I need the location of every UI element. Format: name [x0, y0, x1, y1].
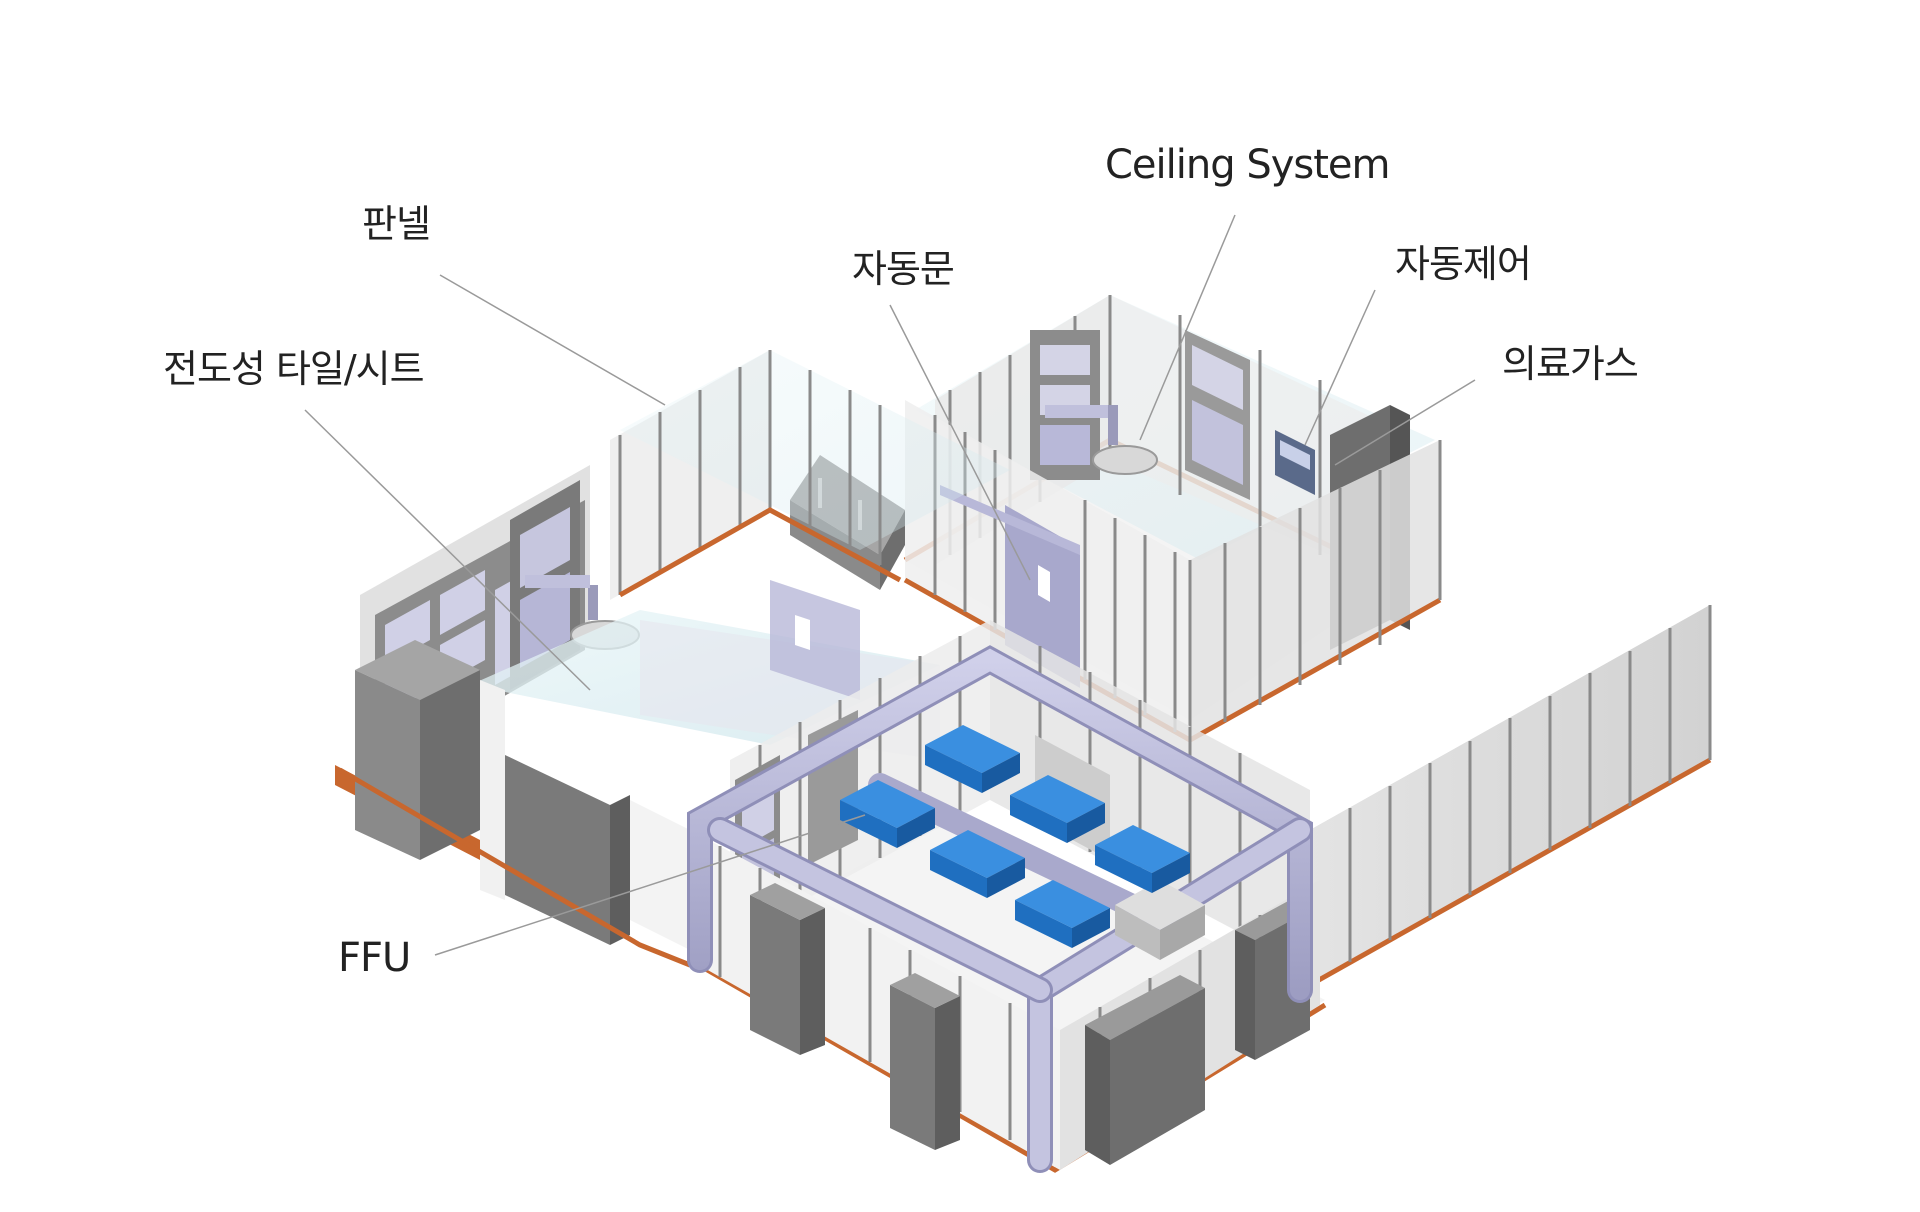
label-auto-door: 자동문: [852, 247, 955, 291]
label-ceiling-system: Ceiling System: [1105, 142, 1390, 188]
leader-line-ffu: [434, 814, 866, 956]
label-medical-gas: 의료가스: [1502, 342, 1639, 386]
ffu-unit: [930, 830, 1025, 898]
label-panel: 판넬: [362, 202, 431, 246]
leader-line-panel: [439, 274, 666, 406]
ffu-unit: [1095, 825, 1190, 893]
ffu-unit: [840, 780, 935, 848]
leader-line-medical-gas: [1334, 379, 1476, 466]
leader-line-ceiling-system: [1139, 214, 1236, 441]
leader-line-conductive-tile: [304, 409, 591, 691]
leader-line-auto-control: [1304, 289, 1376, 446]
label-auto-control: 자동제어: [1395, 242, 1532, 286]
leader-line-auto-door: [889, 304, 1031, 581]
ffu-units: [840, 725, 1190, 948]
right-panel-wall: [1308, 605, 1712, 988]
label-ffu: FFU: [338, 935, 411, 981]
ffu-unit: [1010, 775, 1105, 843]
ffu-unit: [1015, 880, 1110, 948]
leader-lines: [304, 214, 1476, 956]
ffu-unit: [925, 725, 1020, 793]
back-right-room: [903, 295, 1442, 743]
label-conductive-tile: 전도성 타일/시트: [163, 347, 425, 391]
